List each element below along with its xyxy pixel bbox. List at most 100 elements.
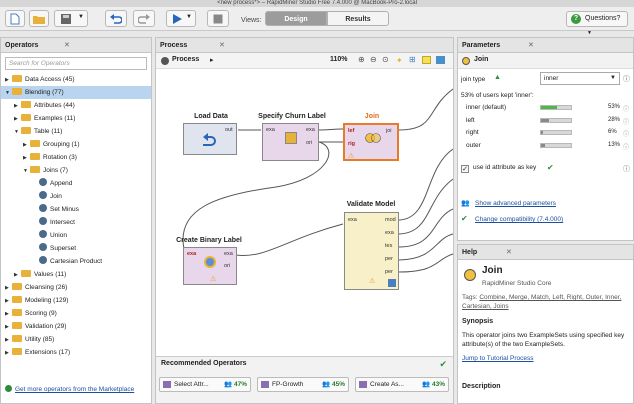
collapsed-arrow-icon[interactable]: ▶: [5, 77, 9, 83]
tree-folder-item[interactable]: ▶Grouping (1): [1, 138, 151, 151]
port-exa-out[interactable]: exa: [306, 127, 315, 133]
join-type-select[interactable]: inner ▼: [540, 72, 620, 85]
info-icon[interactable]: ⓘ: [623, 132, 630, 138]
expanded-arrow-icon[interactable]: ▼: [23, 168, 28, 174]
collapsed-arrow-icon[interactable]: ▶: [5, 350, 9, 356]
order-icon[interactable]: ⊞: [409, 55, 416, 64]
collapsed-arrow-icon[interactable]: ▶: [14, 272, 18, 278]
tree-operator-item[interactable]: Append: [1, 177, 151, 190]
join-option-label[interactable]: right: [466, 129, 479, 136]
zoom-in-icon[interactable]: ⊕: [358, 55, 365, 64]
tree-operator-item[interactable]: Intersect: [1, 216, 151, 229]
port-joi-out[interactable]: joi: [386, 128, 392, 134]
join-option-label[interactable]: outer: [466, 141, 481, 149]
collapsed-arrow-icon[interactable]: ▶: [14, 103, 18, 109]
tree-folder-item[interactable]: ▶Rotation (3): [1, 151, 151, 164]
image-icon[interactable]: [436, 56, 445, 64]
run-button[interactable]: ▼: [166, 10, 196, 27]
operator-search-input[interactable]: Search for Operators: [5, 57, 147, 70]
zoom-fit-icon[interactable]: ⊙: [382, 55, 389, 64]
info-icon[interactable]: ⓘ: [623, 76, 630, 83]
port-exa-out[interactable]: exa: [385, 230, 394, 236]
close-icon[interactable]: ✕: [506, 249, 512, 256]
port-exa-in[interactable]: exa: [187, 251, 197, 257]
recommended-item[interactable]: Select Attr... 👥 47%: [159, 377, 251, 392]
join-option-label[interactable]: left: [466, 116, 475, 124]
load-data-operator[interactable]: out: [183, 123, 237, 155]
close-icon[interactable]: ✕: [219, 42, 225, 49]
port-per-out-2[interactable]: per: [385, 269, 393, 275]
tree-folder-item[interactable]: ▶Scoring (9): [1, 307, 151, 320]
undo-button[interactable]: [105, 10, 127, 27]
info-icon[interactable]: ⓘ: [623, 144, 630, 151]
create-binary-label-operator[interactable]: exa exa ori ⚠: [183, 247, 237, 285]
collapsed-arrow-icon[interactable]: ▶: [5, 311, 9, 317]
zoom-out-icon[interactable]: ⊖: [370, 55, 377, 64]
change-compat-link[interactable]: Change compatibility (7.4.000): [475, 216, 564, 223]
info-icon[interactable]: ⓘ: [623, 166, 630, 173]
join-operator[interactable]: lef rig joi ⚠: [343, 123, 399, 161]
collapsed-arrow-icon[interactable]: ▶: [5, 337, 9, 343]
collapsed-arrow-icon[interactable]: ▶: [5, 285, 9, 291]
expanded-arrow-icon[interactable]: ▼: [5, 90, 10, 96]
process-root-icon[interactable]: [161, 57, 169, 65]
tree-folder-item[interactable]: ▶Modeling (129): [1, 294, 151, 307]
process-canvas[interactable]: Load Data out Specify Churn Label exa ex…: [156, 69, 453, 356]
info-icon[interactable]: ⓘ: [623, 107, 630, 113]
collapsed-arrow-icon[interactable]: ▶: [23, 155, 27, 161]
tree-operator-item[interactable]: Superset: [1, 242, 151, 255]
tree-folder-item[interactable]: ▶Values (11): [1, 268, 151, 281]
collapsed-arrow-icon[interactable]: ▶: [14, 116, 18, 122]
port-ori-out[interactable]: ori: [306, 140, 313, 146]
tree-folder-item[interactable]: ▶Attributes (44): [1, 99, 151, 112]
tree-folder-item[interactable]: ▶Data Access (45): [1, 73, 151, 86]
port-per-out[interactable]: per: [385, 256, 393, 262]
design-view-tab[interactable]: Design: [265, 11, 327, 26]
join-option-label[interactable]: inner (default): [466, 104, 507, 111]
tree-folder-item[interactable]: ▼Joins (7): [1, 164, 151, 177]
tree-operator-item[interactable]: Set Minus: [1, 203, 151, 216]
info-icon[interactable]: ⓘ: [623, 119, 630, 126]
tree-folder-item[interactable]: ▶Validation (29): [1, 320, 151, 333]
marketplace-link[interactable]: Get more operators from the Marketplace: [5, 385, 134, 393]
show-advanced-link[interactable]: Show advanced parameters: [475, 200, 556, 207]
tree-folder-item[interactable]: ▶Cleansing (26): [1, 281, 151, 294]
auto-wire-icon[interactable]: ✦: [396, 56, 403, 65]
collapsed-arrow-icon[interactable]: ▶: [5, 324, 9, 330]
recommended-item[interactable]: Create As... 👥 43%: [355, 377, 449, 392]
port-exa-out[interactable]: exa: [224, 251, 233, 257]
port-out[interactable]: out: [225, 127, 233, 133]
port-lef-in[interactable]: lef: [348, 128, 355, 134]
open-button[interactable]: [29, 10, 49, 27]
breadcrumb[interactable]: Process: [172, 56, 200, 63]
tree-operator-item[interactable]: Cartesian Product: [1, 255, 151, 268]
chevron-up-icon[interactable]: ▲: [494, 74, 501, 81]
port-rig-in[interactable]: rig: [348, 141, 356, 147]
results-view-tab[interactable]: Results: [327, 11, 389, 26]
questions-button[interactable]: ? Questions? ▼: [566, 11, 628, 36]
tree-folder-item[interactable]: ▶Utility (85): [1, 333, 151, 346]
recommended-item[interactable]: FP-Growth 👥 45%: [257, 377, 349, 392]
save-button[interactable]: ▼: [54, 10, 88, 27]
collapsed-arrow-icon[interactable]: ▶: [5, 298, 9, 304]
use-id-checkbox[interactable]: ✓: [461, 165, 469, 173]
tree-folder-item[interactable]: ▼Blending (77): [1, 86, 151, 99]
port-tes-out[interactable]: tes: [385, 243, 393, 249]
port-exa-in[interactable]: exa: [348, 217, 357, 223]
new-process-button[interactable]: [5, 10, 25, 27]
collapsed-arrow-icon[interactable]: ▶: [23, 142, 27, 148]
tree-folder-item[interactable]: ▶Extensions (17): [1, 346, 151, 359]
close-icon[interactable]: ✕: [64, 42, 70, 49]
tree-operator-item[interactable]: Join: [1, 190, 151, 203]
validate-model-operator[interactable]: exa mod exa tes per per ⚠: [344, 212, 399, 290]
port-exa-in[interactable]: exa: [266, 127, 275, 133]
specify-churn-operator[interactable]: exa exa ori: [262, 123, 319, 161]
note-icon[interactable]: [422, 56, 431, 64]
tree-operator-item[interactable]: Union: [1, 229, 151, 242]
port-mod-out[interactable]: mod: [385, 217, 396, 223]
subprocess-icon[interactable]: [388, 279, 396, 287]
stop-button[interactable]: [207, 10, 229, 27]
tags-list[interactable]: Combine, Merge, Match, Left, Right, Oute…: [462, 294, 622, 310]
expanded-arrow-icon[interactable]: ▼: [14, 129, 19, 135]
close-icon[interactable]: ✕: [528, 42, 534, 49]
